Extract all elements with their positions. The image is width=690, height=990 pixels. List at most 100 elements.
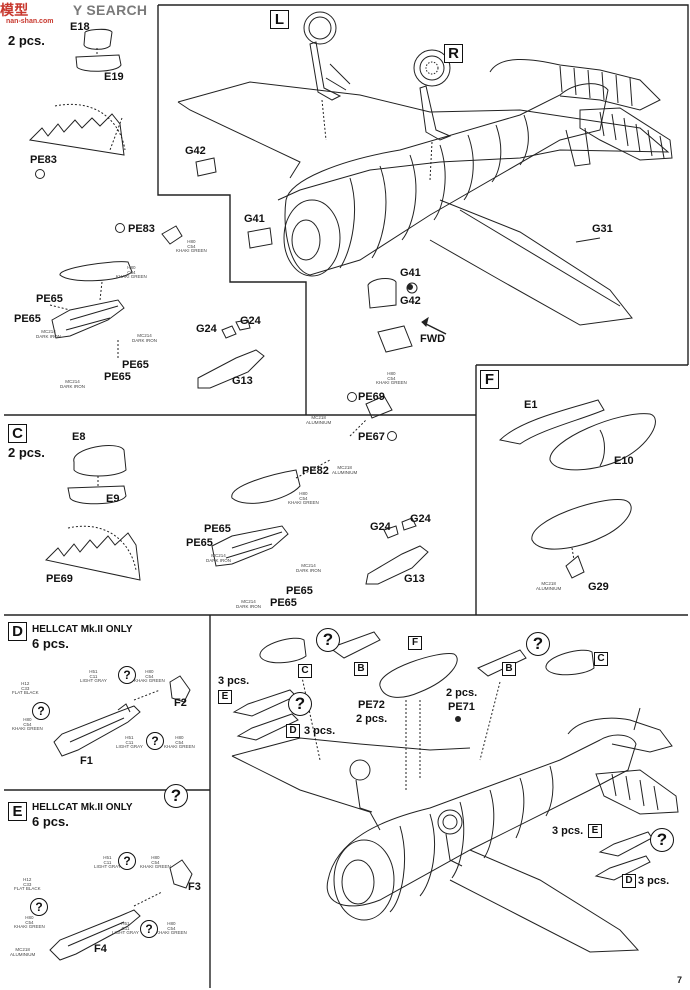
unknown-color-mark: ? <box>164 784 188 808</box>
letter-b-ref: B <box>354 662 368 676</box>
label-f2: F2 <box>174 697 187 709</box>
tl-count: 2 pcs. <box>8 33 45 48</box>
count-3pcs-c: 3 pcs. <box>552 825 584 837</box>
section-letter-e: E <box>8 802 27 821</box>
label-pe69-a: PE69 <box>46 573 73 585</box>
label-g13-c: G13 <box>404 573 425 585</box>
label-g13: G13 <box>232 375 253 387</box>
label-e19: E19 <box>104 71 124 83</box>
count-3pcs-b: 3 pcs. <box>304 725 336 737</box>
label-f3: F3 <box>188 881 201 893</box>
label-g29: G29 <box>588 581 609 593</box>
section-letter-f: F <box>480 370 499 389</box>
count-3pcs-a: 3 pcs. <box>218 675 250 687</box>
label-f1: F1 <box>80 755 93 767</box>
watermark: 模型 Y SEARCH <box>0 0 147 20</box>
label-pe71: PE71 <box>448 701 475 713</box>
unknown-color-mark: ? <box>526 632 550 656</box>
unknown-color-mark: ? <box>118 666 136 684</box>
label-pe83-a: PE83 <box>30 154 57 166</box>
label-g42-a: G42 <box>185 145 206 157</box>
letter-b-ref2: B <box>502 662 516 676</box>
unknown-color-mark: ? <box>650 828 674 852</box>
count-2pcs-a: 2 pcs. <box>356 713 388 725</box>
label-pe65-f: PE65 <box>186 537 213 549</box>
e-title: HELLCAT Mk.II ONLY <box>32 802 133 813</box>
label-pe67: PE67 <box>358 431 385 443</box>
label-pe65-g: PE65 <box>286 585 313 597</box>
section-letter-d: D <box>8 622 27 641</box>
section-letter-l: L <box>270 10 289 29</box>
watermark-search: Y SEARCH <box>72 2 148 18</box>
label-g41-b: G41 <box>400 267 421 279</box>
fwd-label: FWD <box>420 333 446 345</box>
label-pe65-c: PE65 <box>122 359 149 371</box>
watermark-site: nan-shan.com <box>6 18 54 25</box>
label-g24-a: G24 <box>196 323 217 335</box>
label-g42-b: G42 <box>400 295 421 307</box>
label-e18: E18 <box>70 21 90 33</box>
letter-e-ref2: E <box>588 824 602 838</box>
label-pe65-d: PE65 <box>104 371 131 383</box>
c-count: 2 pcs. <box>8 445 45 460</box>
label-f4: F4 <box>94 943 107 955</box>
section-letter-c: C <box>8 424 27 443</box>
d-title: HELLCAT Mk.II ONLY <box>32 624 133 635</box>
unknown-color-mark: ? <box>288 692 312 716</box>
unknown-color-mark: ? <box>32 702 50 720</box>
unknown-color-mark: ? <box>146 732 164 750</box>
count-2pcs-b: 2 pcs. <box>446 687 478 699</box>
label-pe69-b: PE69 <box>358 391 385 403</box>
label-pe65-a: PE65 <box>36 293 63 305</box>
label-e9: E9 <box>106 493 120 505</box>
label-pe83-b: PE83 <box>128 223 155 235</box>
unknown-color-mark: ? <box>118 852 136 870</box>
e-count: 6 pcs. <box>32 814 69 829</box>
unknown-color-mark: ? <box>140 920 158 938</box>
letter-c-ref2: C <box>594 652 608 666</box>
page-number: 7 <box>676 975 682 985</box>
label-pe82: PE82 <box>302 465 329 477</box>
watermark-logo: 模型 <box>0 2 29 18</box>
label-e1: E1 <box>524 399 538 411</box>
unknown-color-mark: ? <box>30 898 48 916</box>
label-pe65-h: PE65 <box>270 597 297 609</box>
letter-c-ref: C <box>298 664 312 678</box>
label-pe65-b: PE65 <box>14 313 41 325</box>
letter-f-ref: F <box>408 636 422 650</box>
label-pe65-e: PE65 <box>204 523 231 535</box>
label-g24-d: G24 <box>410 513 431 525</box>
label-e8: E8 <box>72 431 86 443</box>
label-pe72: PE72 <box>358 699 385 711</box>
unknown-color-mark: ? <box>316 628 340 652</box>
count-3pcs-d: 3 pcs. <box>638 875 670 887</box>
letter-d-ref: D <box>286 724 300 738</box>
